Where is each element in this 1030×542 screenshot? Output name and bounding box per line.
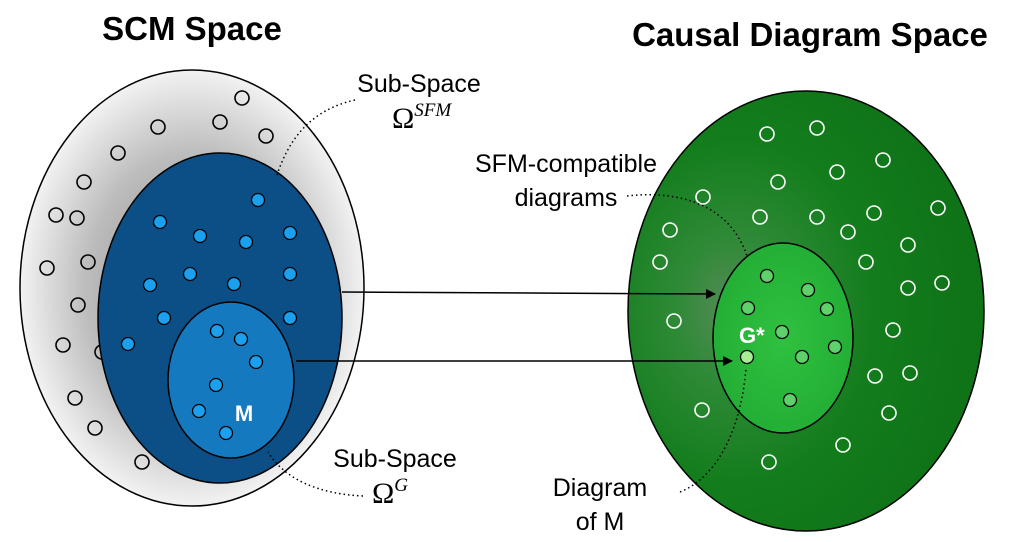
g-superscript: G	[394, 475, 408, 496]
sfm-compatible-dots	[740, 268, 843, 408]
diagram-of-m-label-line2: of M	[576, 508, 625, 536]
g-omega-symbol: ΩG	[372, 475, 408, 510]
sfm-superscript: SFM	[414, 100, 452, 121]
causal-diagram-space-title: Causal Diagram Space	[632, 16, 988, 53]
g-subspace-label: Sub-Space	[333, 445, 457, 473]
sfm-subspace-dots	[120, 192, 298, 352]
scm-space-title: SCM Space	[102, 10, 282, 47]
scm-outer-dots	[39, 90, 274, 470]
diagram-outer-dots	[652, 120, 950, 470]
sfm-leader-line	[275, 99, 356, 179]
g-leader-line	[267, 451, 364, 497]
g-subspace-ellipse	[167, 301, 295, 459]
sfm-to-compatible-arrow	[341, 288, 716, 299]
model-node-label: M	[235, 401, 253, 426]
g-subspace-dots	[191, 323, 264, 441]
sfm-subspace-label: Sub-Space	[357, 70, 481, 98]
sfm-omega-symbol: ΩSFM	[392, 100, 452, 135]
g-star-label: G*	[739, 323, 765, 348]
sfm-compatible-label-line1: SFM-compatible	[475, 150, 657, 178]
g-star-dot	[739, 349, 755, 365]
sfm-compatible-label-line2: diagrams	[515, 184, 618, 212]
sfm-compatible-leader-line	[626, 194, 748, 257]
diagram-of-m-label-line1: Diagram	[553, 474, 647, 502]
